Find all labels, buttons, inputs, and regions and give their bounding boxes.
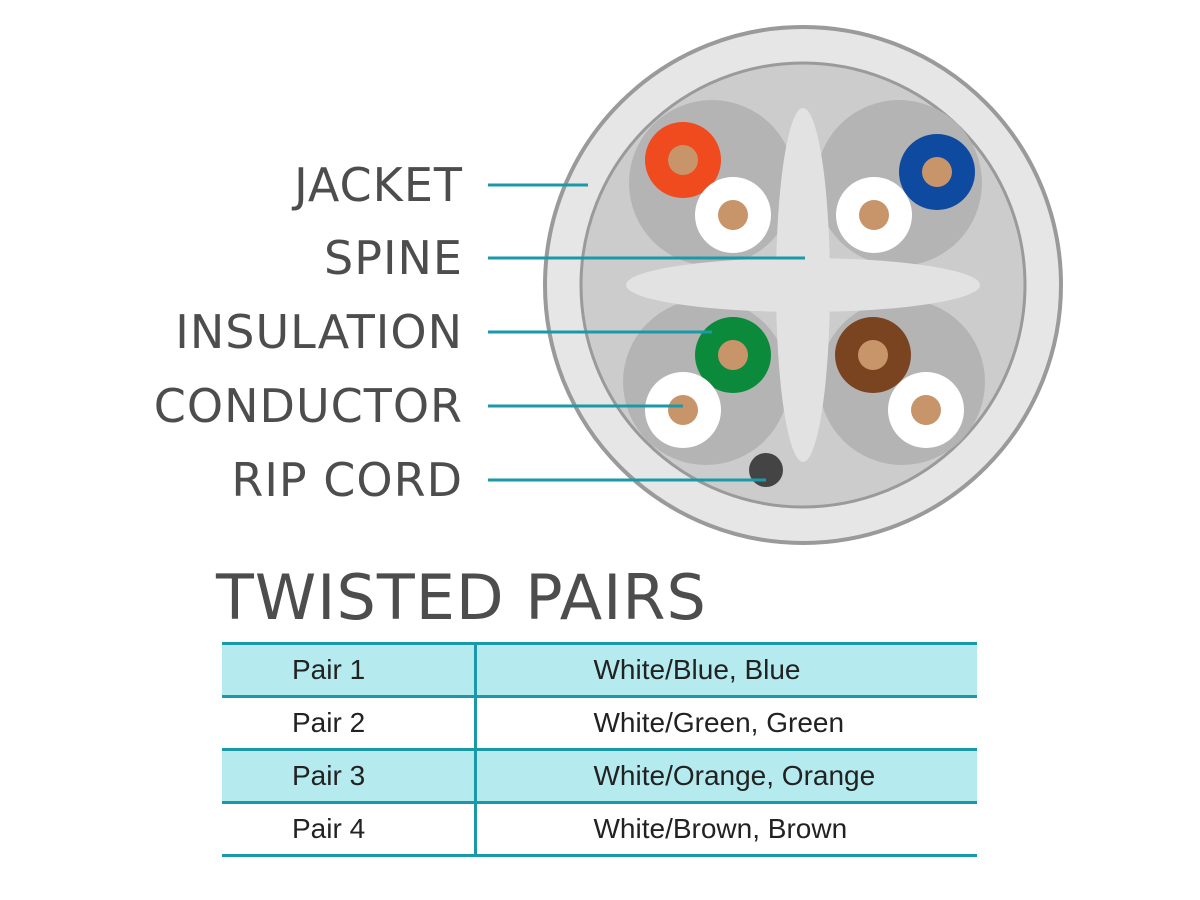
pair-colors-cell: White/Orange, Orange: [475, 748, 977, 804]
wire-white-brown: [888, 372, 964, 448]
table-row: Pair 4 White/Brown, Brown: [222, 801, 977, 857]
wire-brown: [835, 317, 911, 393]
spine-horizontal: [626, 258, 980, 312]
label-conductor: CONDUCTOR: [154, 379, 463, 433]
label-jacket: JACKET: [291, 158, 463, 212]
wire-green: [695, 317, 771, 393]
cable-cross-section-diagram: JACKET SPINE INSULATION CONDUCTOR RIP CO…: [154, 25, 1063, 545]
label-rip-cord: RIP CORD: [231, 453, 463, 507]
table-title: TWISTED PAIRS: [216, 561, 707, 634]
wire-orange: [645, 122, 721, 198]
label-insulation: INSULATION: [175, 305, 463, 359]
table-row: Pair 1 White/Blue, Blue: [222, 642, 977, 698]
wire-white-blue: [836, 177, 912, 253]
wire-white-orange: [695, 177, 771, 253]
pair-name-cell: Pair 4: [222, 801, 477, 857]
label-spine: SPINE: [324, 231, 463, 285]
wire-blue: [899, 134, 975, 210]
pair-colors-cell: White/Blue, Blue: [475, 642, 977, 698]
pair-colors-cell: White/Green, Green: [475, 695, 977, 751]
wire-white-green: [645, 372, 721, 448]
twisted-pairs-table: Pair 1 White/Blue, Blue Pair 2 White/Gre…: [222, 642, 977, 857]
pair-name-cell: Pair 1: [222, 642, 477, 698]
pair-name-cell: Pair 3: [222, 748, 477, 804]
pair-colors-cell: White/Brown, Brown: [475, 801, 977, 857]
table-row: Pair 3 White/Orange, Orange: [222, 748, 977, 804]
pair-name-cell: Pair 2: [222, 695, 477, 751]
rip-cord: [749, 453, 783, 487]
table-row: Pair 2 White/Green, Green: [222, 695, 977, 751]
